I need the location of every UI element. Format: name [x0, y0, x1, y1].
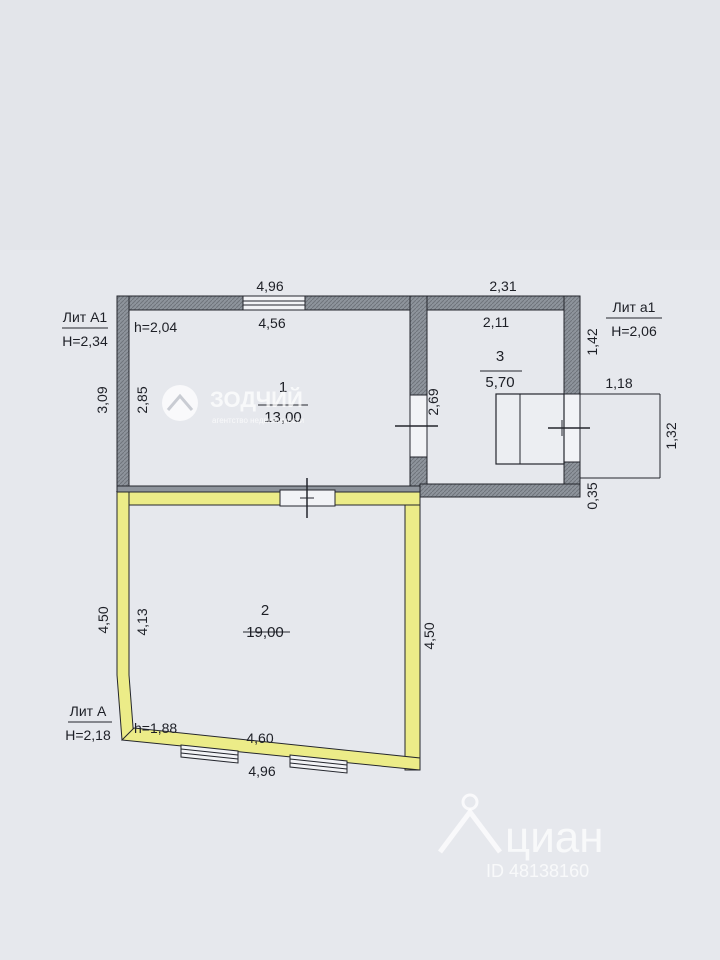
dim-bottom-outer: 4,96 [248, 763, 275, 779]
dim-porch-width: 1,18 [605, 375, 632, 391]
liter-a1-annex-name: Лит а1 [613, 299, 656, 315]
door-room1-room3 [395, 394, 438, 458]
inner-height-a: h=1,88 [134, 720, 177, 736]
dim-partition: 2,69 [425, 388, 441, 415]
dim-top-outer: 4,96 [256, 278, 283, 294]
door-room1-room2 [279, 478, 336, 518]
dim-left-inner-bottom: 4,13 [134, 608, 150, 635]
zodchiy-logo-sub: агентство недвижимости [212, 416, 304, 425]
room-1-area: 13,00 [264, 409, 302, 426]
window-bottom-right [289, 754, 348, 774]
cian-logo-text: циан [505, 813, 604, 862]
paper-shade [0, 0, 720, 250]
dimension-lines [62, 317, 662, 723]
liter-a-height: H=2,18 [65, 727, 111, 743]
room-2-area: 19,00 [246, 624, 284, 641]
dim-right-outer-bottom: 4,50 [421, 622, 437, 649]
zodchiy-logo-text: ЗОДЧИЙ [210, 387, 303, 412]
dim-porch-offset: 0,35 [584, 482, 600, 509]
liter-a1-name: Лит А1 [63, 309, 108, 325]
cian-watermark: циан ID 48138160 [438, 793, 604, 881]
liter-a1-height: H=2,34 [62, 333, 108, 349]
dim-bottom-inner: 4,60 [246, 730, 273, 746]
dim-top-inner: 4,56 [258, 315, 285, 331]
dim-left-outer-bottom: 4,50 [95, 606, 111, 633]
dim-annex-inner-width: 2,11 [483, 314, 509, 330]
lit-a-walls [115, 491, 421, 771]
cian-id: ID 48138160 [486, 861, 589, 881]
dim-annex-outer-width: 2,31 [489, 278, 516, 294]
dim-annex-height: 1,42 [584, 328, 600, 355]
zodchiy-logo-icon [162, 385, 198, 421]
room-2-number: 2 [261, 602, 269, 619]
room-3-number: 3 [496, 348, 504, 365]
liter-a1-annex-height: H=2,06 [611, 323, 657, 339]
liter-a-name: Лит А [70, 703, 107, 719]
dim-left-outer-top: 3,09 [94, 386, 110, 413]
room-1-number: 1 [279, 379, 287, 396]
lit-a1-annex-walls [419, 295, 581, 498]
porch-steps [495, 393, 590, 465]
dim-porch-height: 1,32 [663, 422, 679, 449]
zodchiy-watermark: ЗОДЧИЙ агентство недвижимости [162, 385, 304, 425]
inner-height-a1: h=2,04 [134, 319, 177, 335]
dim-left-inner-top: 2,85 [134, 386, 150, 413]
window-bottom-left [180, 744, 239, 764]
room-3-area: 5,70 [485, 374, 514, 391]
window-top [242, 295, 306, 311]
